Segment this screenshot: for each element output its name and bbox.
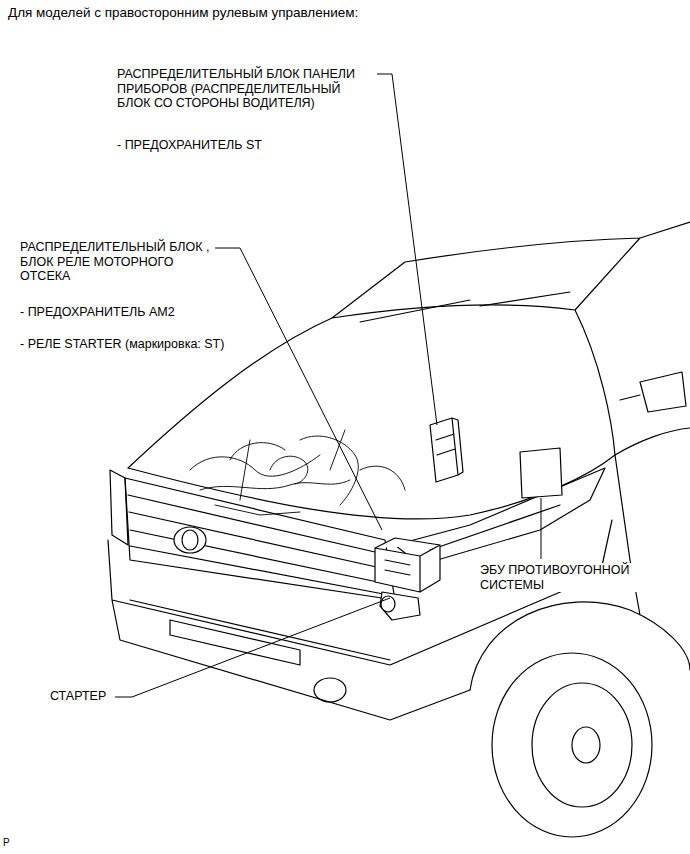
rim <box>532 683 632 807</box>
instrument-panel-junction-block <box>430 418 463 482</box>
part-name: РАСПРЕДЕЛИТЕЛЬНЫЙ БЛОК ПАНЕЛИ ПРИБОРОВ (… <box>117 67 372 111</box>
grille <box>125 478 395 600</box>
part-name: СТАРТЕР <box>50 689 106 704</box>
leader-line <box>115 598 390 697</box>
leader-line <box>541 498 542 559</box>
bumper <box>108 520 612 720</box>
leader-line <box>214 248 382 530</box>
engine-room-junction-block <box>375 538 440 592</box>
tire <box>492 653 652 837</box>
relay-name: - РЕЛЕ STARTER (маркировка: ST) <box>20 337 224 352</box>
fuse-name: - ПРЕДОХРАНИТЕЛЬ ST <box>117 138 262 153</box>
emblem <box>174 527 206 553</box>
headlight <box>110 470 128 545</box>
anti-theft-ecu <box>520 448 562 498</box>
fog-light <box>314 678 346 702</box>
wiper-line <box>360 292 570 322</box>
figure-mark: P <box>3 836 10 851</box>
leader-line <box>377 74 437 425</box>
fender <box>470 455 690 690</box>
part-name: РАСПРЕДЕЛИТЕЛЬНЫЙ БЛОК , БЛОК РЕЛЕ МОТОР… <box>20 240 215 284</box>
headlight <box>395 468 605 565</box>
page-title: Для моделей с правосторонним рулевым упр… <box>8 6 358 21</box>
fuse-name: - ПРЕДОХРАНИТЕЛЬ AM2 <box>20 305 175 320</box>
starter <box>380 592 420 620</box>
hub <box>572 727 600 763</box>
emblem-inner <box>182 530 198 550</box>
engine <box>190 430 405 515</box>
mirror <box>620 372 686 412</box>
part-name: ЭБУ ПРОТИВОУГОННОЙ СИСТЕМЫ <box>480 563 640 592</box>
